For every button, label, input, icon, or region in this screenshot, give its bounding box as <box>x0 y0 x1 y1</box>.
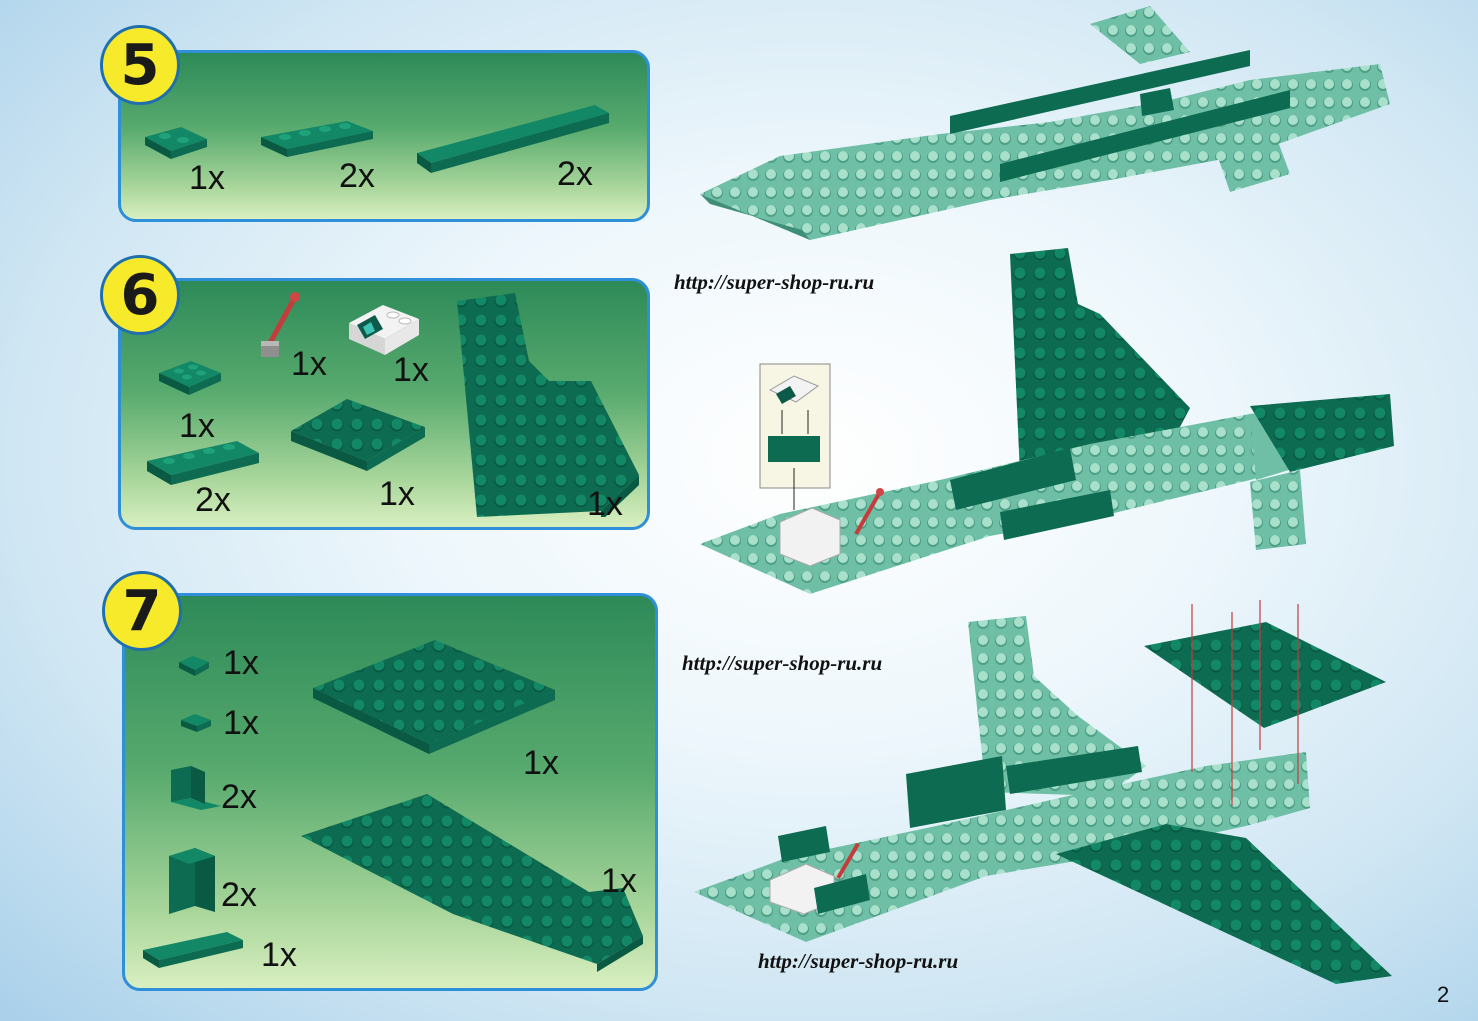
cockpit-slope-brick <box>349 305 419 355</box>
qty-label: 2x <box>339 157 375 195</box>
brick-tile-1x1 <box>181 714 211 732</box>
plane-build-step-6 <box>700 248 1394 594</box>
brick-angle-plate <box>171 766 221 810</box>
watermark-url: http://super-shop-ru.ru <box>674 270 875 294</box>
brick-plate-1x4 <box>261 121 373 157</box>
page-number: 2 <box>1437 982 1450 1007</box>
plane-build-step-7 <box>694 600 1392 984</box>
step-6-parts-panel: 1x 1x 1x 2x 1x 1x <box>118 278 650 530</box>
qty-label: 1x <box>291 345 327 383</box>
brick-plate-1x4 <box>147 441 259 485</box>
qty-label: 1x <box>601 862 637 900</box>
watermark-url: http://super-shop-ru.ru <box>682 651 883 675</box>
brick-tile-1x4 <box>143 932 243 968</box>
qty-label: 1x <box>261 936 297 974</box>
qty-label: 1x <box>189 159 225 197</box>
qty-label: 1x <box>223 704 259 742</box>
brick-plate-4x4 <box>291 399 425 471</box>
qty-label: 1x <box>587 485 623 523</box>
qty-label: 1x <box>393 351 429 389</box>
brick-panel-wall <box>169 848 215 914</box>
step-5-parts-panel: 1x 2x 2x <box>118 50 650 222</box>
qty-label: 1x <box>179 407 215 445</box>
brick-plate-1x2 <box>145 127 207 159</box>
qty-label: 1x <box>523 744 559 782</box>
step-number-badge: 7 <box>102 571 182 651</box>
qty-label: 1x <box>379 475 415 513</box>
brick-tile-long <box>417 105 609 173</box>
plane-build-step-5 <box>700 6 1390 240</box>
step-number-badge: 6 <box>100 255 180 335</box>
qty-label: 2x <box>195 481 231 519</box>
qty-label: 2x <box>221 778 257 816</box>
brick-wing-large <box>301 794 643 972</box>
brick-plate-8x8 <box>313 640 555 754</box>
brick-wing-tail <box>457 293 639 517</box>
step-number-badge: 5 <box>100 25 180 105</box>
qty-label: 2x <box>221 876 257 914</box>
step-7-parts-panel: 1x 1x 2x 2x 1x 1x 1x <box>122 593 658 991</box>
qty-label: 1x <box>223 644 259 682</box>
control-stick-icon <box>261 292 300 357</box>
watermark-url: http://super-shop-ru.ru <box>758 949 959 973</box>
brick-plate-1x1 <box>179 656 209 676</box>
qty-label: 2x <box>557 155 593 193</box>
brick-plate-2x2 <box>159 361 221 395</box>
